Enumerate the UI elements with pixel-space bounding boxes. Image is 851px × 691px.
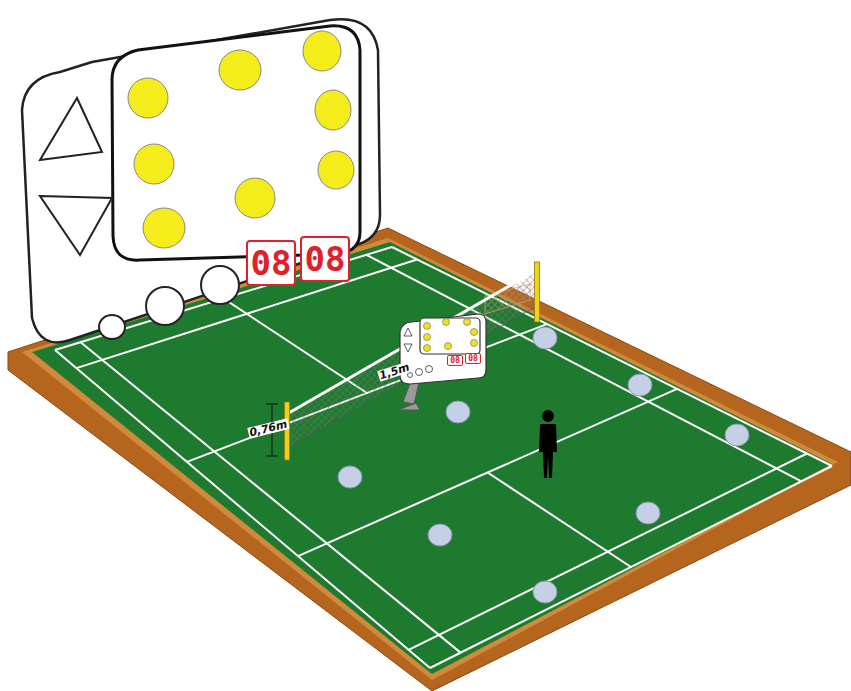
court-line xyxy=(430,466,832,668)
court-surface xyxy=(32,242,832,674)
target-dot xyxy=(533,581,557,603)
led-display: 08 xyxy=(465,353,481,364)
court-line xyxy=(409,454,807,650)
court-lines xyxy=(55,247,832,668)
large-device xyxy=(22,19,380,342)
net xyxy=(285,262,540,460)
target-dot xyxy=(628,374,652,396)
target-dot xyxy=(533,327,557,349)
court-line xyxy=(488,472,631,567)
court-line xyxy=(392,247,832,466)
led-display: 08 xyxy=(300,236,350,282)
display-digits: 08 xyxy=(450,357,460,365)
net-tape xyxy=(287,270,537,414)
target-dot xyxy=(446,401,470,423)
display-digits: 08 xyxy=(305,242,346,276)
net-mesh xyxy=(287,270,537,448)
led-display: 08 xyxy=(447,355,463,366)
court-line xyxy=(366,255,801,482)
target-dot xyxy=(428,524,452,546)
display-digits: 08 xyxy=(468,355,478,363)
display-digits: 08 xyxy=(251,246,292,280)
court-line xyxy=(81,342,461,652)
target-dot xyxy=(636,502,660,524)
target-dots xyxy=(338,327,749,603)
net-post xyxy=(285,402,290,460)
target-dot xyxy=(725,424,749,446)
net-post xyxy=(535,262,540,322)
led-display: 08 xyxy=(246,240,296,286)
player-figure xyxy=(539,410,557,478)
target-dot xyxy=(338,466,362,488)
small-device xyxy=(398,314,486,410)
